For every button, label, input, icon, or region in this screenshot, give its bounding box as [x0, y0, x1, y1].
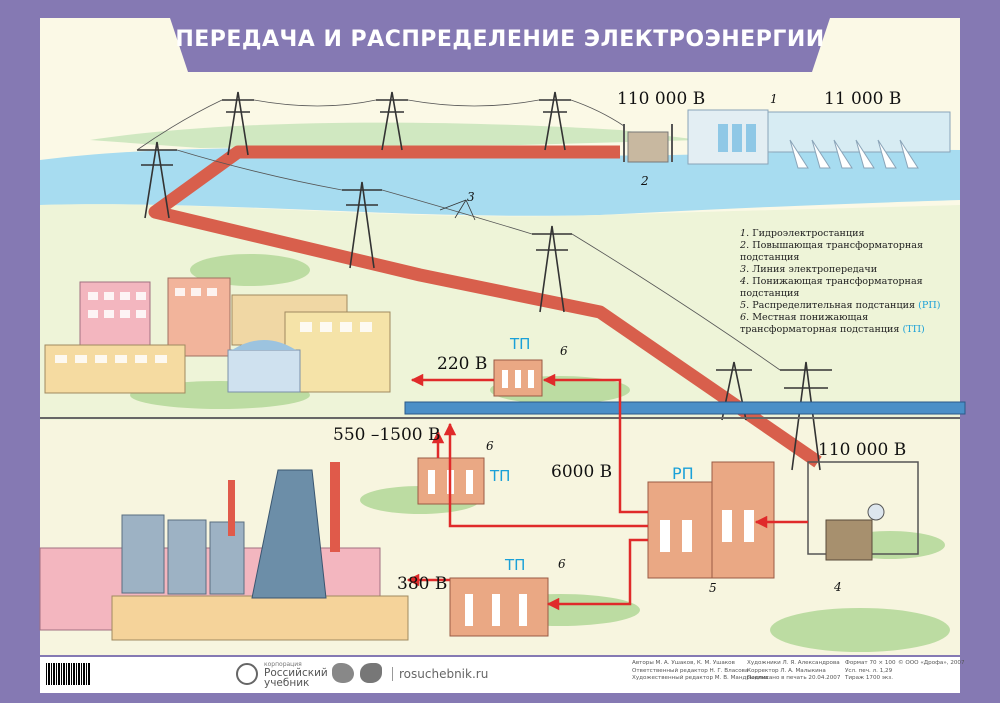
marker-2: 2 [641, 174, 649, 188]
publisher-logo-icon [236, 663, 258, 685]
voltage-hv-substation: 110 000 В [818, 440, 907, 460]
legend-text: Распределительная подстанция [752, 300, 916, 311]
credits-col-3: Формат 70 × 100 Усл. печ. л. 1,29 Тираж … [845, 660, 896, 683]
credits-col-1: Авторы М. А. Ушаков, К. М. Ушаков Ответс… [632, 660, 768, 683]
rp-label: РП [672, 464, 694, 483]
credits-col-4: © ООО «Дрофа», 2007 [898, 660, 965, 668]
voltage-generator: 11 000 В [824, 89, 902, 109]
tp-label-factory: ТП [505, 556, 526, 574]
legend-text: Линия электропередачи [752, 264, 878, 275]
voltage-factory: 380 В [397, 574, 448, 594]
legend-suffix: (ТП) [902, 324, 925, 335]
legend-text: Повышающая трансформаторная подстанция [740, 240, 924, 263]
poster-title: ПЕРЕДАЧА И РАСПРЕДЕЛЕНИЕ ЭЛЕКТРОЭНЕРГИИ [175, 27, 825, 52]
legend-item: 5. Распределительная подстанция (РП) [740, 300, 945, 312]
marker-3-pointers [439, 199, 476, 221]
legend-num: 6. [740, 312, 750, 323]
legend-text: Местная понижающая трансформаторная подс… [740, 312, 900, 335]
publisher-small: корпорация [264, 661, 302, 668]
legend-item: 1. Гидроэлектростанция [740, 228, 945, 240]
drofa-logo-icon [332, 663, 354, 683]
publisher-line-2: учебник [264, 677, 310, 689]
voltage-distribution: 6000 В [551, 462, 613, 482]
legend-text: Понижающая трансформаторная подстанция [740, 276, 923, 299]
factory [39, 462, 409, 641]
title-banner [170, 18, 830, 72]
power-lines [136, 99, 781, 371]
step-down-substation [807, 461, 919, 561]
credit-line: Ответственный редактор Н. Г. Власова [632, 667, 749, 674]
marker-5: 5 [709, 581, 717, 595]
legend-num: 1. [740, 228, 750, 239]
city-windows [55, 288, 372, 363]
transmission-towers [137, 91, 832, 471]
legend-item: 4. Понижающая трансформаторная подстанци… [740, 276, 945, 300]
legend-suffix: (РП) [918, 300, 941, 311]
legend-item: 3. Линия электропередачи [740, 264, 945, 276]
credit-line: Корректор Л. А. Малыкина [747, 667, 826, 674]
voltage-hv-top: 110 000 В [617, 89, 706, 109]
train [404, 401, 966, 415]
legend-item: 2. Повышающая трансформаторная подстанци… [740, 240, 945, 264]
power-flow-path [148, 145, 822, 468]
site-link[interactable]: rosuchebnik.ru [392, 667, 488, 681]
tp-label-city: ТП [510, 335, 531, 353]
marker-6-rail: 6 [486, 439, 494, 453]
legend-num: 2. [740, 240, 750, 251]
distribution-arrows [406, 373, 808, 611]
credits-col-2: Художники Л. Я. Александрова Корректор Л… [747, 660, 840, 683]
voltage-city: 220 В [437, 354, 488, 374]
step-up-substation [623, 124, 673, 163]
tp-label-rail: ТП [490, 467, 511, 485]
legend-num: 3. [740, 264, 750, 275]
credit-line: Усл. печ. л. 1,29 [845, 667, 893, 674]
credit-line: © ООО «Дрофа», 2007 [898, 660, 965, 666]
legend-num: 4. [740, 276, 750, 287]
marker-3: 3 [467, 190, 475, 204]
credit-line: Художники Л. Я. Александрова [747, 660, 840, 666]
publisher-name: Российский учебник [264, 667, 334, 689]
substation-tp-factory [449, 577, 549, 637]
river [40, 148, 960, 216]
hydro-power-plant [687, 109, 951, 169]
substation-tp-city [493, 359, 543, 397]
credit-line: Художественный редактор М. В. Мандрыкина [632, 675, 769, 681]
marker-1: 1 [770, 92, 778, 106]
marker-6-city: 6 [560, 344, 568, 358]
marker-6-factory: 6 [558, 557, 566, 571]
credit-line: Тираж 1700 экз. [845, 675, 894, 681]
voltage-rail: 550 –1500 В [333, 425, 441, 445]
credit-line: Авторы М. А. Ушаков, К. М. Ушаков [632, 660, 735, 666]
footer: корпорация Российский учебник rosuchebni… [40, 657, 965, 693]
barcode [46, 663, 90, 685]
credit-line: Формат 70 × 100 [845, 660, 896, 666]
ventana-logo-icon [360, 663, 382, 683]
credit-line: Подписано в печать 20.04.2007 [747, 675, 841, 681]
marker-4: 4 [834, 580, 842, 594]
legend-num: 5. [740, 300, 750, 311]
legend-item: 6. Местная понижающая трансформаторная п… [740, 312, 945, 336]
far-bank [90, 122, 700, 148]
legend: 1. Гидроэлектростанция 2. Повышающая тра… [740, 228, 945, 336]
legend-text: Гидроэлектростанция [752, 228, 865, 239]
publisher-line-1: Российский [264, 667, 328, 679]
